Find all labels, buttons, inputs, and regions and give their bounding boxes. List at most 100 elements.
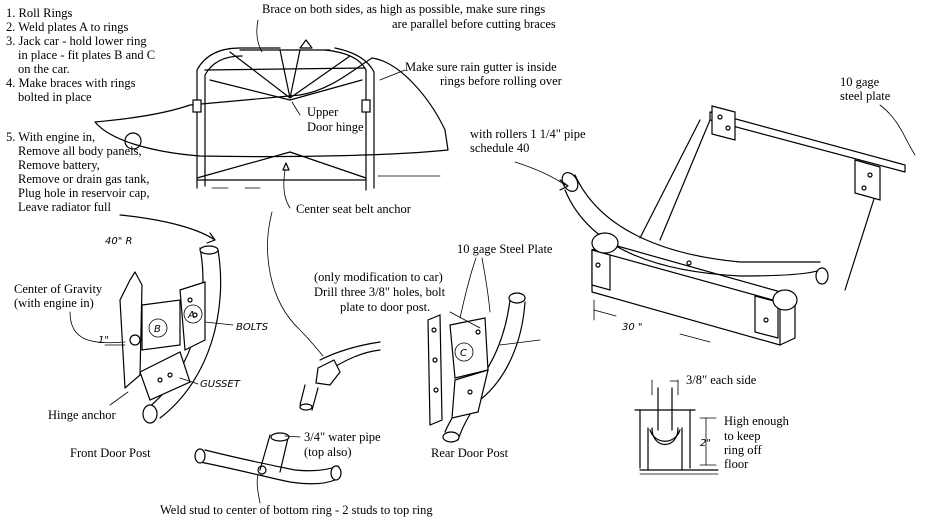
brace-leader xyxy=(256,19,263,53)
plate-a-shape xyxy=(179,281,206,351)
rollers-note-1: with rollers 1 1/4" pipe xyxy=(470,127,586,141)
step-2: 2. Weld plates A to rings xyxy=(6,20,129,34)
brace-1 xyxy=(204,67,366,71)
detail-leader xyxy=(267,211,324,357)
stud-plate xyxy=(315,359,341,386)
bolt-hole xyxy=(595,262,601,268)
mod-leader xyxy=(449,311,481,329)
bottom-ring-inner xyxy=(204,449,339,472)
bolt-hole xyxy=(157,377,163,383)
brace-4 xyxy=(279,49,301,99)
seat-belt-pointer xyxy=(282,162,290,171)
bolt-hole xyxy=(192,312,198,318)
radius-arrow xyxy=(206,232,216,244)
bolt-hole xyxy=(475,329,481,335)
step-5-cont-3: Remove or drain gas tank, xyxy=(18,172,150,186)
plate-c-label: C xyxy=(460,348,467,359)
height-ticks xyxy=(699,417,717,466)
bolt-hole xyxy=(867,172,873,178)
front-ring-top xyxy=(199,245,219,255)
step-5-cont-1: Remove all body panels, xyxy=(18,144,142,158)
water-pipe-1: 3/4" water pipe xyxy=(304,430,381,444)
step-3: 3. Jack car - hold lower ring xyxy=(6,34,147,48)
back-left-plate xyxy=(711,105,736,141)
top-ring-pipe xyxy=(319,341,381,361)
front-ring-inner xyxy=(204,55,243,187)
step-3-cont-2: on the car. xyxy=(18,62,70,76)
bolts-label: BOLTS xyxy=(236,322,269,333)
steel-plate-1: 10 gage xyxy=(840,75,880,89)
rear-ring-top xyxy=(508,292,526,304)
water-pipe xyxy=(259,434,289,473)
bolts-leader xyxy=(204,321,234,326)
radius-label: 40" R xyxy=(105,236,132,247)
rear-ring-bottom xyxy=(442,431,460,443)
pipe-leader xyxy=(284,435,301,438)
step-5: 5. With engine in, xyxy=(6,130,95,144)
roller-axle xyxy=(657,387,673,431)
brace-pointer xyxy=(299,39,313,49)
weld-stud-note: Weld stud to center of bottom ring - 2 s… xyxy=(160,503,433,517)
mod-note-2: Drill three 3/8" holes, bolt xyxy=(314,285,446,299)
rear-door-post xyxy=(427,257,541,443)
bolt-hole xyxy=(167,372,173,378)
roller-frame xyxy=(514,104,916,346)
front-ring-bottom xyxy=(142,404,158,424)
step-1: 1. Roll Rings xyxy=(6,6,72,20)
hinge-pin xyxy=(129,334,141,346)
cog-leader xyxy=(69,311,126,344)
clearance-dim: 2" xyxy=(700,438,711,449)
lower-brace xyxy=(196,151,367,179)
bottom-ring-end-2 xyxy=(330,465,342,481)
front-ring-edge xyxy=(159,249,222,419)
gusset-label: GUSSET xyxy=(200,379,241,390)
plate-c-circle xyxy=(454,342,474,362)
gutter-leader xyxy=(379,69,406,81)
rear-plate xyxy=(361,99,371,113)
bolt-hole xyxy=(433,387,439,393)
bottom-ring-outer xyxy=(199,461,336,485)
gusset-leader xyxy=(179,377,199,385)
plate-b-shape xyxy=(141,299,181,351)
roller-leader xyxy=(514,161,566,186)
bolt-hole xyxy=(763,317,769,323)
clearance-3: ring off xyxy=(724,443,762,457)
roller-body xyxy=(651,427,679,445)
front-post-body xyxy=(119,271,143,389)
front-post-caption: Front Door Post xyxy=(70,446,151,460)
cog-label-2: (with engine in) xyxy=(14,296,94,310)
cog-label-1: Center of Gravity xyxy=(14,282,103,296)
left-rail xyxy=(659,119,711,241)
roll-ring-outer xyxy=(564,189,821,277)
back-right-plate xyxy=(854,159,881,201)
water-pipe-top xyxy=(270,432,290,442)
brace-note-1: Brace on both sides, as high as possible… xyxy=(262,2,545,16)
hinge-anchor-leader xyxy=(109,391,129,406)
bolt-hole xyxy=(467,389,473,395)
brace-note-2: are parallel before cutting braces xyxy=(392,17,556,31)
clearance-4: floor xyxy=(724,457,749,471)
bolt-hole xyxy=(725,125,731,131)
upper-hinge-2: Door hinge xyxy=(307,120,364,134)
front-beam-top xyxy=(591,243,796,303)
mod-note-3: plate to door post. xyxy=(340,300,430,314)
roller-right xyxy=(772,289,798,311)
roll-ring-inner xyxy=(574,174,821,263)
seat-belt-leader xyxy=(283,169,291,209)
rear-post-caption: Rear Door Post xyxy=(431,446,509,460)
left-rail-2 xyxy=(639,119,701,239)
bracket-sides xyxy=(639,409,691,469)
bottom-ring-end xyxy=(194,448,206,464)
bracket-inner xyxy=(647,427,683,471)
gutter-note-1: Make sure rain gutter is inside xyxy=(405,60,557,74)
stud-pipe xyxy=(299,384,319,411)
weld-leader xyxy=(256,473,261,504)
steel-plate-2: steel plate xyxy=(840,89,891,103)
rear-steel-plate: 10 gage Steel Plate xyxy=(457,242,553,256)
weld-stud xyxy=(257,465,267,475)
cog-dim-label: 1" xyxy=(98,335,109,346)
dim-line-left xyxy=(593,309,617,317)
bolt-hole xyxy=(861,185,867,191)
rear-ring-inner xyxy=(334,47,375,189)
